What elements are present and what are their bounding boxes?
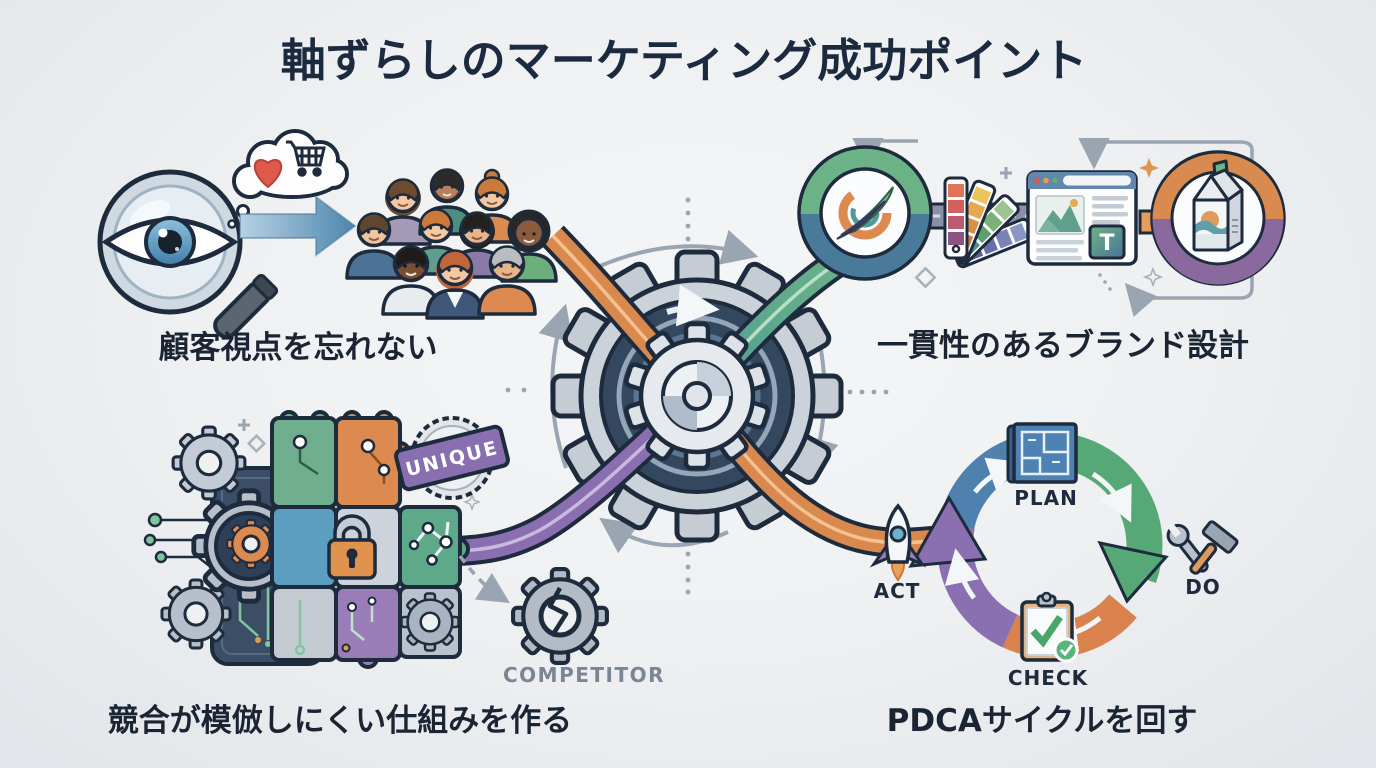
person xyxy=(500,209,558,283)
typography-tile-icon xyxy=(1088,224,1126,260)
competitor-caption: COMPETITOR xyxy=(503,663,665,687)
gear-arrow-icon xyxy=(666,284,720,327)
pdca-step-act: ACT xyxy=(874,579,921,603)
typography-letter: T xyxy=(1099,231,1114,256)
color-swatches-icon xyxy=(943,176,1035,269)
imitation-dashed-arrow xyxy=(458,554,510,604)
moat-label: 競合が模倣しにくい仕組みを作る xyxy=(108,703,572,739)
brand-label: 一貫性のあるブランド設計 xyxy=(877,328,1249,364)
sparkle-icons-moat xyxy=(238,419,481,511)
customer-label: 顧客視点を忘れない xyxy=(159,330,438,366)
pdca-label: PDCAサイクルを回す xyxy=(887,703,1198,739)
bubble-trail-dot xyxy=(227,219,237,229)
eye-icon xyxy=(101,216,239,268)
page-title: 軸ずらしのマーケティング成功ポイント xyxy=(281,34,1087,87)
person xyxy=(425,249,485,320)
pdca-section: PLAN DO CHECK xyxy=(869,422,1239,739)
person xyxy=(477,245,537,316)
puzzle-circuits xyxy=(292,434,453,656)
person xyxy=(381,245,441,316)
lock-icon xyxy=(327,514,377,580)
gear-icon xyxy=(171,425,247,501)
heart-icon xyxy=(253,159,283,189)
sparkle-icons xyxy=(914,158,1164,291)
customer-flow-arrow xyxy=(239,195,357,257)
rotation-arc-top xyxy=(599,229,759,268)
act-rocket-icon xyxy=(869,503,927,582)
customer-group xyxy=(345,168,558,320)
check-icon xyxy=(1020,591,1079,663)
do-icon xyxy=(1166,520,1239,575)
brand-logo-icon xyxy=(836,186,894,240)
brand-section: T 一貫性のあるブランド設計 xyxy=(797,137,1286,364)
pdca-step-plan: PLAN xyxy=(1014,486,1078,510)
customer-section: 顧客視点を忘れない xyxy=(97,129,558,366)
dotted-guides xyxy=(505,197,889,595)
cart-icon xyxy=(286,140,326,177)
browser-window-icon: T xyxy=(1026,170,1138,266)
plan-icon xyxy=(1006,422,1078,484)
pdca-step-check: CHECK xyxy=(1008,666,1089,690)
gear-icon xyxy=(400,592,460,652)
moat-section: UNIQUE COMPETITOR 競合が模倣しにくい仕組みを作る xyxy=(108,410,665,739)
pdca-step-do: DO xyxy=(1185,575,1221,599)
unique-badge: UNIQUE xyxy=(394,416,510,500)
package-icon xyxy=(1150,150,1286,286)
magnifier-icon xyxy=(97,169,279,339)
brand-loop xyxy=(797,145,933,281)
broken-gear-icon xyxy=(513,569,607,663)
small-gear-icon xyxy=(624,321,770,471)
thought-bubble xyxy=(227,129,349,229)
pdca-do-arrowhead xyxy=(1097,540,1169,604)
puzzle-grid xyxy=(270,410,470,669)
